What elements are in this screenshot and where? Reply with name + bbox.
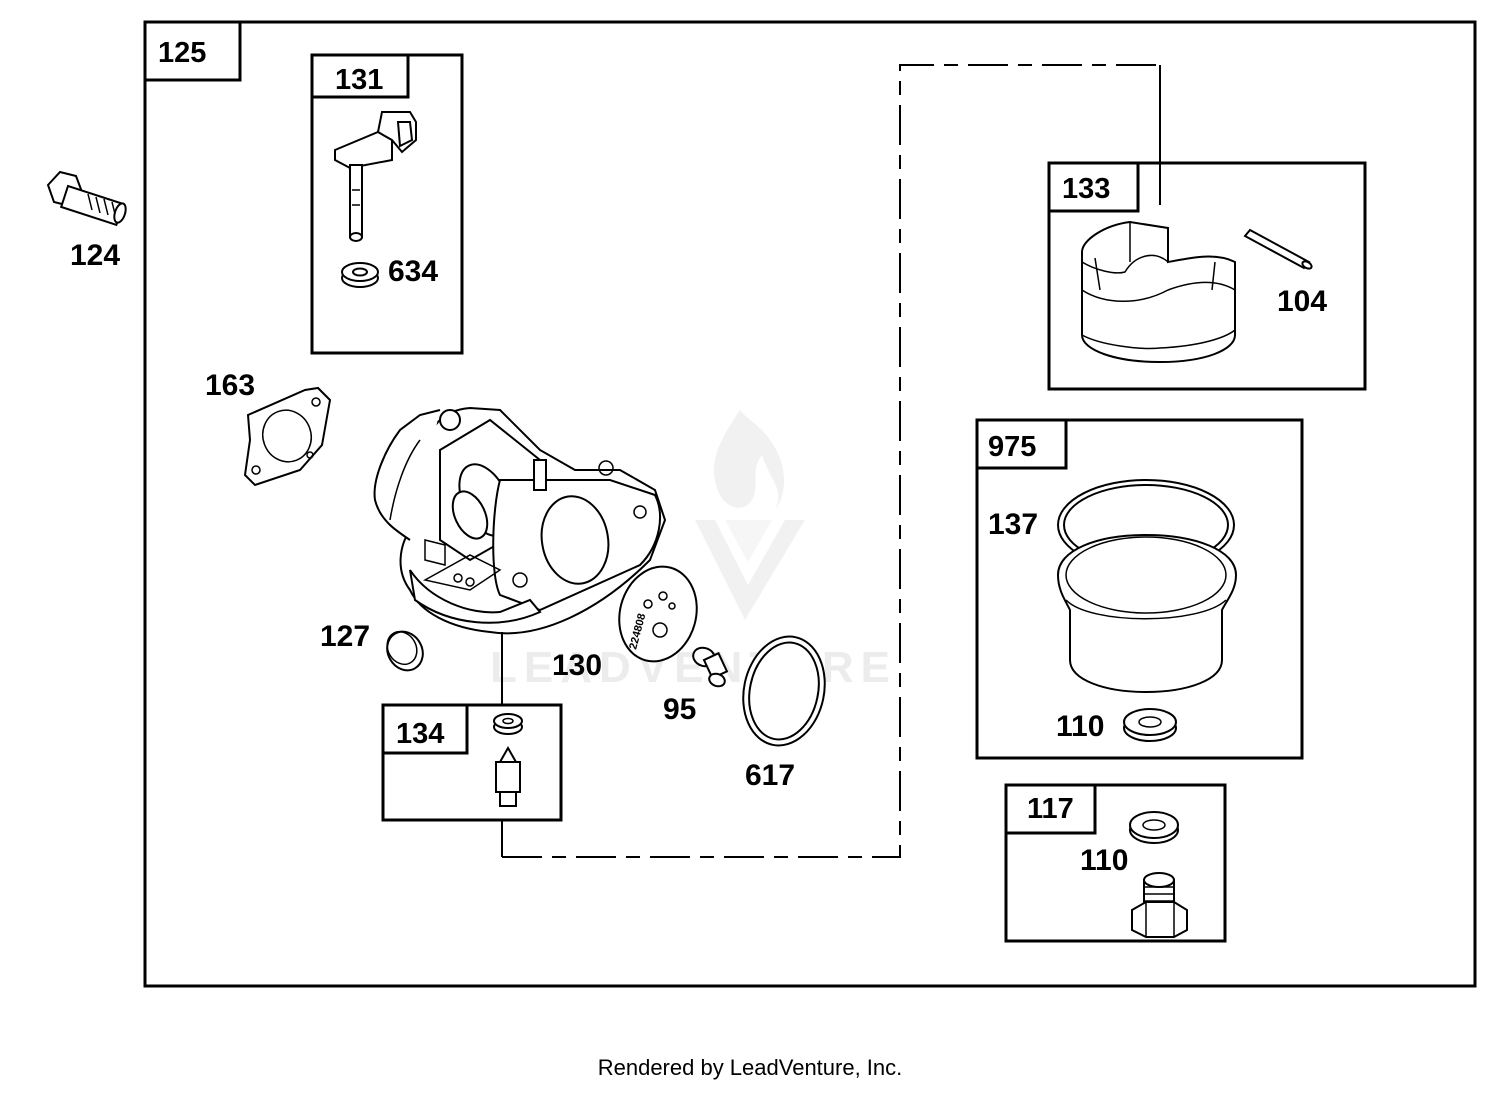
float-133-icon[interactable] — [1081, 220, 1236, 364]
main-frame-label-box — [143, 20, 242, 82]
box-134 — [381, 703, 563, 822]
pin-104-icon[interactable] — [1243, 228, 1313, 270]
box-133 — [1047, 161, 1367, 391]
watermark-logo — [695, 410, 805, 620]
box-117-label-box — [1004, 783, 1097, 835]
o-ring-617-icon[interactable] — [733, 629, 834, 753]
callout-104[interactable]: 104 — [1277, 285, 1327, 318]
box-131-label-box — [310, 53, 410, 99]
box-133-label-box — [1047, 161, 1140, 213]
callout-110-a[interactable]: 110 — [1056, 710, 1104, 743]
box-134-label[interactable]: 134 — [396, 718, 444, 750]
bolt-124-icon[interactable] — [46, 170, 128, 227]
callout-127[interactable]: 127 — [320, 620, 370, 653]
main-frame — [143, 20, 1477, 988]
gasket-163-icon[interactable] — [243, 386, 332, 487]
callout-617[interactable]: 617 — [745, 759, 795, 792]
box-134-label-box — [381, 703, 469, 755]
washer-110-b-icon[interactable] — [1129, 811, 1179, 844]
callout-124[interactable]: 124 — [70, 239, 120, 272]
box-117-label[interactable]: 117 — [1027, 793, 1074, 825]
box-117 — [1004, 783, 1227, 943]
leader-dashed — [502, 64, 1160, 858]
callout-137[interactable]: 137 — [988, 508, 1038, 541]
footer-credit: Rendered by LeadVenture, Inc. — [597, 1055, 903, 1080]
callout-130[interactable]: 130 — [552, 649, 602, 682]
needle-seat-134-icon[interactable] — [493, 713, 523, 807]
callout-163[interactable]: 163 — [205, 369, 255, 402]
screw-95-icon[interactable] — [691, 645, 729, 689]
welch-plug-127-icon[interactable] — [380, 625, 429, 677]
choke-shaft-icon[interactable] — [334, 111, 417, 242]
float-bowl-137-icon[interactable] — [1056, 479, 1238, 694]
washer-110-a-icon[interactable] — [1123, 708, 1177, 742]
main-frame-label[interactable]: 125 — [158, 37, 206, 69]
box-131 — [310, 53, 464, 355]
box-975-label[interactable]: 975 — [988, 431, 1036, 463]
callout-634[interactable]: 634 — [388, 255, 438, 288]
bowl-nut-117-icon[interactable] — [1131, 872, 1188, 938]
carburetor-body-icon[interactable] — [373, 406, 667, 635]
callout-95[interactable]: 95 — [663, 693, 696, 726]
box-131-label[interactable]: 131 — [335, 64, 383, 96]
seal-634-icon[interactable] — [341, 262, 379, 288]
plate-130-icon[interactable]: 224808 — [609, 558, 707, 670]
callout-110-b[interactable]: 110 — [1080, 844, 1128, 877]
box-975-label-box — [975, 418, 1068, 470]
box-975 — [975, 418, 1304, 760]
box-133-label[interactable]: 133 — [1062, 173, 1110, 205]
